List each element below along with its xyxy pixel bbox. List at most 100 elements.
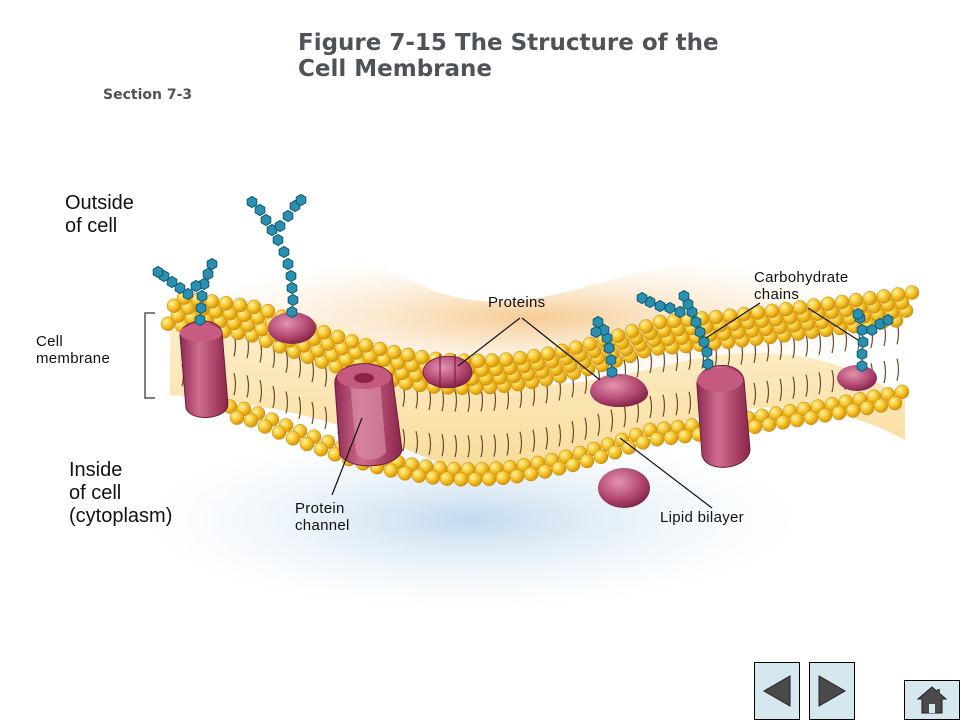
carbohydrate-chains xyxy=(152,193,894,379)
lipid-head xyxy=(845,403,861,418)
leader-carb-2 xyxy=(807,307,859,341)
outside-of-cell-label: Outside of cell xyxy=(65,192,134,238)
lipid-head xyxy=(649,431,665,447)
previous-slide-button[interactable] xyxy=(754,662,800,720)
lipid-tail xyxy=(532,429,536,452)
lipid-tail xyxy=(506,433,510,456)
lipid-head xyxy=(330,329,346,345)
lipid-head xyxy=(775,415,791,430)
lipid-head xyxy=(246,299,262,315)
protein-far-right xyxy=(837,365,877,391)
lipid-head xyxy=(540,346,556,361)
lipid-tail xyxy=(883,360,887,384)
cell-membrane-bracket xyxy=(144,312,155,399)
lipid-head xyxy=(243,413,259,428)
protein-channel-line-2: channel xyxy=(295,517,350,534)
lipid-tail xyxy=(467,389,471,412)
protein-left xyxy=(179,320,229,418)
sugar-unit xyxy=(260,213,272,227)
triangle-left-icon xyxy=(762,675,791,707)
lipid-tail xyxy=(623,405,627,428)
lipid-head xyxy=(470,353,486,369)
lipid-head xyxy=(467,472,483,487)
lipid-head xyxy=(565,457,581,473)
lipid-head xyxy=(229,410,245,425)
sugar-unit xyxy=(678,289,690,303)
sugar-unit xyxy=(856,359,868,373)
lipid-tail xyxy=(753,382,757,406)
lipid-head xyxy=(299,436,315,452)
sugar-unit xyxy=(287,293,299,307)
lipid-tail xyxy=(597,413,601,436)
lipid-head xyxy=(257,419,273,434)
sugar-unit xyxy=(190,279,202,293)
sugar-unit xyxy=(664,301,676,315)
sugar-unit xyxy=(194,313,206,327)
lipid-head xyxy=(439,471,455,486)
lipid-head xyxy=(526,348,542,364)
lipid-head xyxy=(579,453,595,469)
lipid-tail xyxy=(805,374,809,397)
lipid-head xyxy=(610,328,626,343)
lipid-head xyxy=(904,285,920,300)
sugar-unit xyxy=(278,245,290,259)
sugar-unit xyxy=(674,305,686,319)
inside-line-1: Inside xyxy=(69,459,123,481)
lipid-head xyxy=(778,301,794,317)
lipid-head xyxy=(232,297,248,313)
lipid-head xyxy=(498,352,514,367)
lipid-head xyxy=(761,417,777,432)
lipid-tail xyxy=(493,434,497,457)
inside-line-2: of cell xyxy=(69,482,122,504)
home-button[interactable] xyxy=(904,680,960,720)
next-slide-button[interactable] xyxy=(809,662,855,720)
lipid-head xyxy=(260,303,276,319)
leader-proteins-right xyxy=(521,317,601,381)
lipid-head xyxy=(425,470,441,485)
cell-membrane-label: Cell membrane xyxy=(36,333,110,367)
lipid-head xyxy=(764,303,780,319)
lipid-head xyxy=(789,412,805,428)
lipid-head xyxy=(747,419,763,435)
lipid-tail xyxy=(311,401,315,425)
proteins-label: Proteins xyxy=(488,294,546,311)
carbohydrate-chains-label: Carbohydrate chains xyxy=(754,269,849,303)
sugar-unit xyxy=(882,313,894,327)
lipid-head xyxy=(887,395,903,411)
sugar-unit xyxy=(196,289,208,303)
sugar-unit xyxy=(285,269,297,283)
lipid-head xyxy=(218,296,234,311)
lipid-tail xyxy=(259,380,263,403)
lipid-tail xyxy=(779,378,783,402)
lipid-tail xyxy=(428,432,432,456)
sugar-unit xyxy=(605,353,617,367)
sugar-unit xyxy=(603,341,615,355)
lipid-tail xyxy=(545,427,549,450)
lipid-head xyxy=(495,470,511,486)
sugar-unit xyxy=(202,267,214,281)
sugar-unit xyxy=(702,357,714,371)
lipid-head xyxy=(523,466,539,482)
lipid-tail xyxy=(467,435,471,458)
sugar-unit xyxy=(606,365,618,379)
lipid-head xyxy=(400,347,416,363)
lipid-head xyxy=(372,341,388,357)
protein-channel-shape xyxy=(334,363,403,467)
lipid-head xyxy=(803,410,819,426)
lipid-head xyxy=(316,325,332,340)
lipid-tail xyxy=(454,434,458,458)
lipid-tail xyxy=(246,375,250,398)
sugar-unit xyxy=(856,323,868,337)
lipid-tail xyxy=(662,394,666,417)
section-label: Section 7-3 xyxy=(103,87,193,103)
title-line-2: Cell Membrane xyxy=(298,56,493,82)
lipid-tail xyxy=(454,389,458,412)
lipid-head xyxy=(411,468,427,483)
sugar-unit xyxy=(152,265,164,279)
lipid-tail xyxy=(233,373,237,396)
lipid-tail xyxy=(896,358,900,381)
lipid-tail xyxy=(675,393,679,416)
protein-channel-label: Protein channel xyxy=(295,500,350,534)
sugar-unit xyxy=(698,335,710,349)
